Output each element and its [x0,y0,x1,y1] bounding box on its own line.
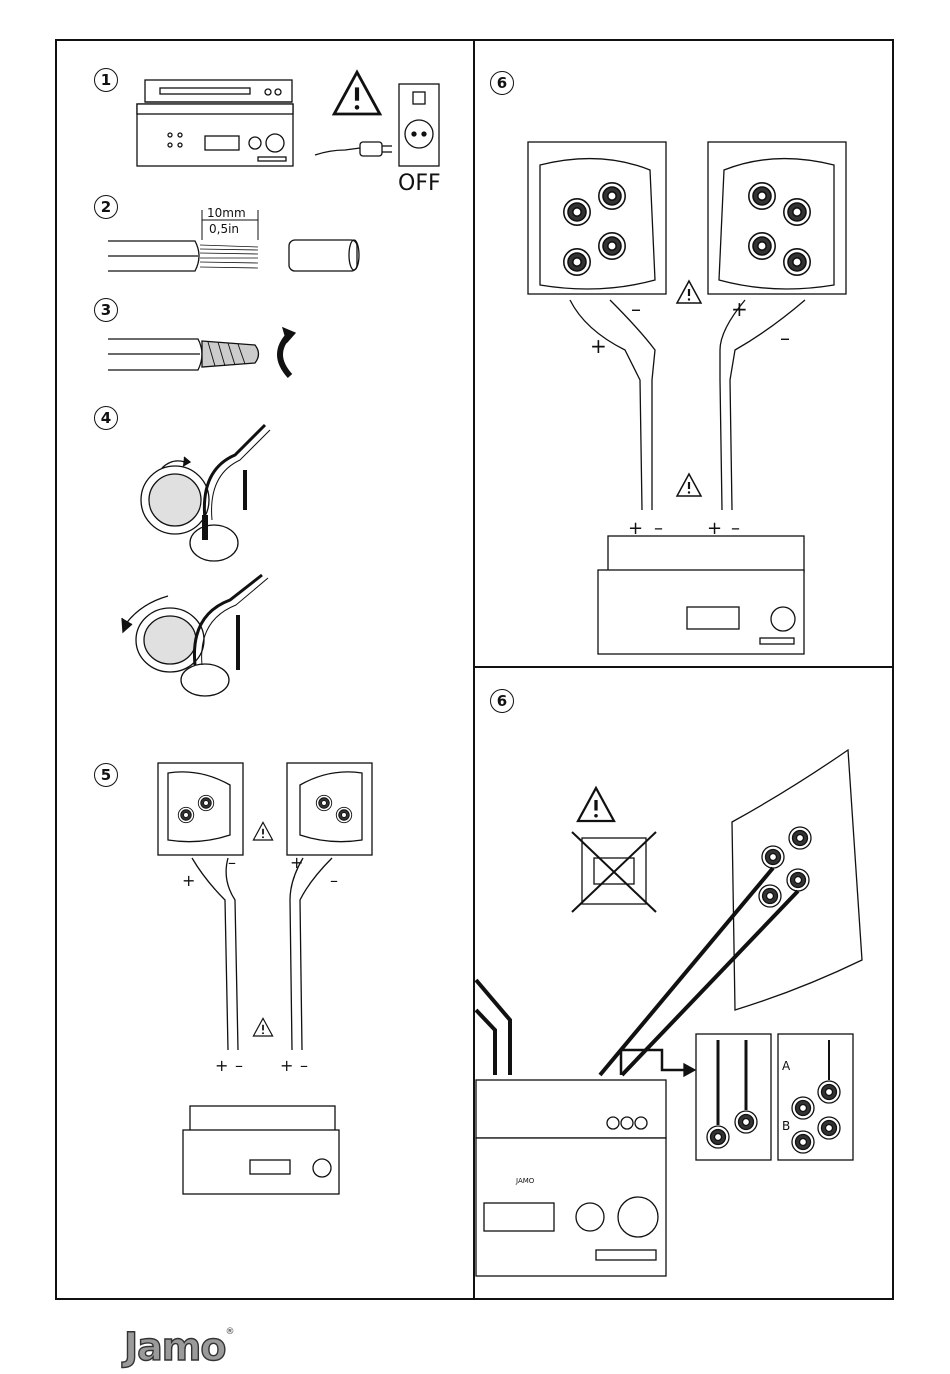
step-6a-biwire: + – + – + – + – [528,142,846,654]
step-3-twist-wire [108,328,295,376]
warning-icon [253,1018,272,1036]
warning-icon [334,72,380,114]
minus-label: – [235,1056,243,1075]
minus-label: – [300,1056,308,1075]
off-label: OFF [398,171,441,196]
minus-label: – [228,853,236,872]
strip-length-in: 0,5in [209,222,239,236]
minus-label: – [780,326,790,350]
plus-label: + [215,1056,228,1075]
step-6b-wall-mount: A B JAMO [476,750,862,1276]
plus-label: + [182,871,195,890]
dvd-player-icon [145,80,292,102]
power-plug-icon [315,142,392,156]
warning-icon [677,474,701,496]
plus-label: + [280,1056,293,1075]
jamo-logo: Jamo® [124,1328,233,1366]
amplifier-icon [137,104,293,166]
warning-icon [677,281,701,303]
warning-icon [578,788,614,821]
step-1-power-off: OFF [137,72,441,196]
wall-socket-icon [399,84,439,166]
biwire-b-label: B [782,1119,790,1133]
receiver-brand: JAMO [515,1177,535,1185]
minus-label: – [330,871,338,890]
plus-label: + [290,853,303,872]
minus-label: – [631,297,641,321]
plus-label: + [731,297,748,321]
plus-label: + [590,334,607,358]
step-4-terminal-tighten [122,425,270,696]
no-bracket-icon [572,832,656,912]
step-2-strip-wire: 10mm 0,5in [108,206,359,271]
biwire-a-label: A [782,1059,791,1073]
step-5-speaker-wiring: + – + – + – + – [158,763,372,1194]
warning-icon [253,822,272,840]
strip-length-mm: 10mm [207,206,246,220]
